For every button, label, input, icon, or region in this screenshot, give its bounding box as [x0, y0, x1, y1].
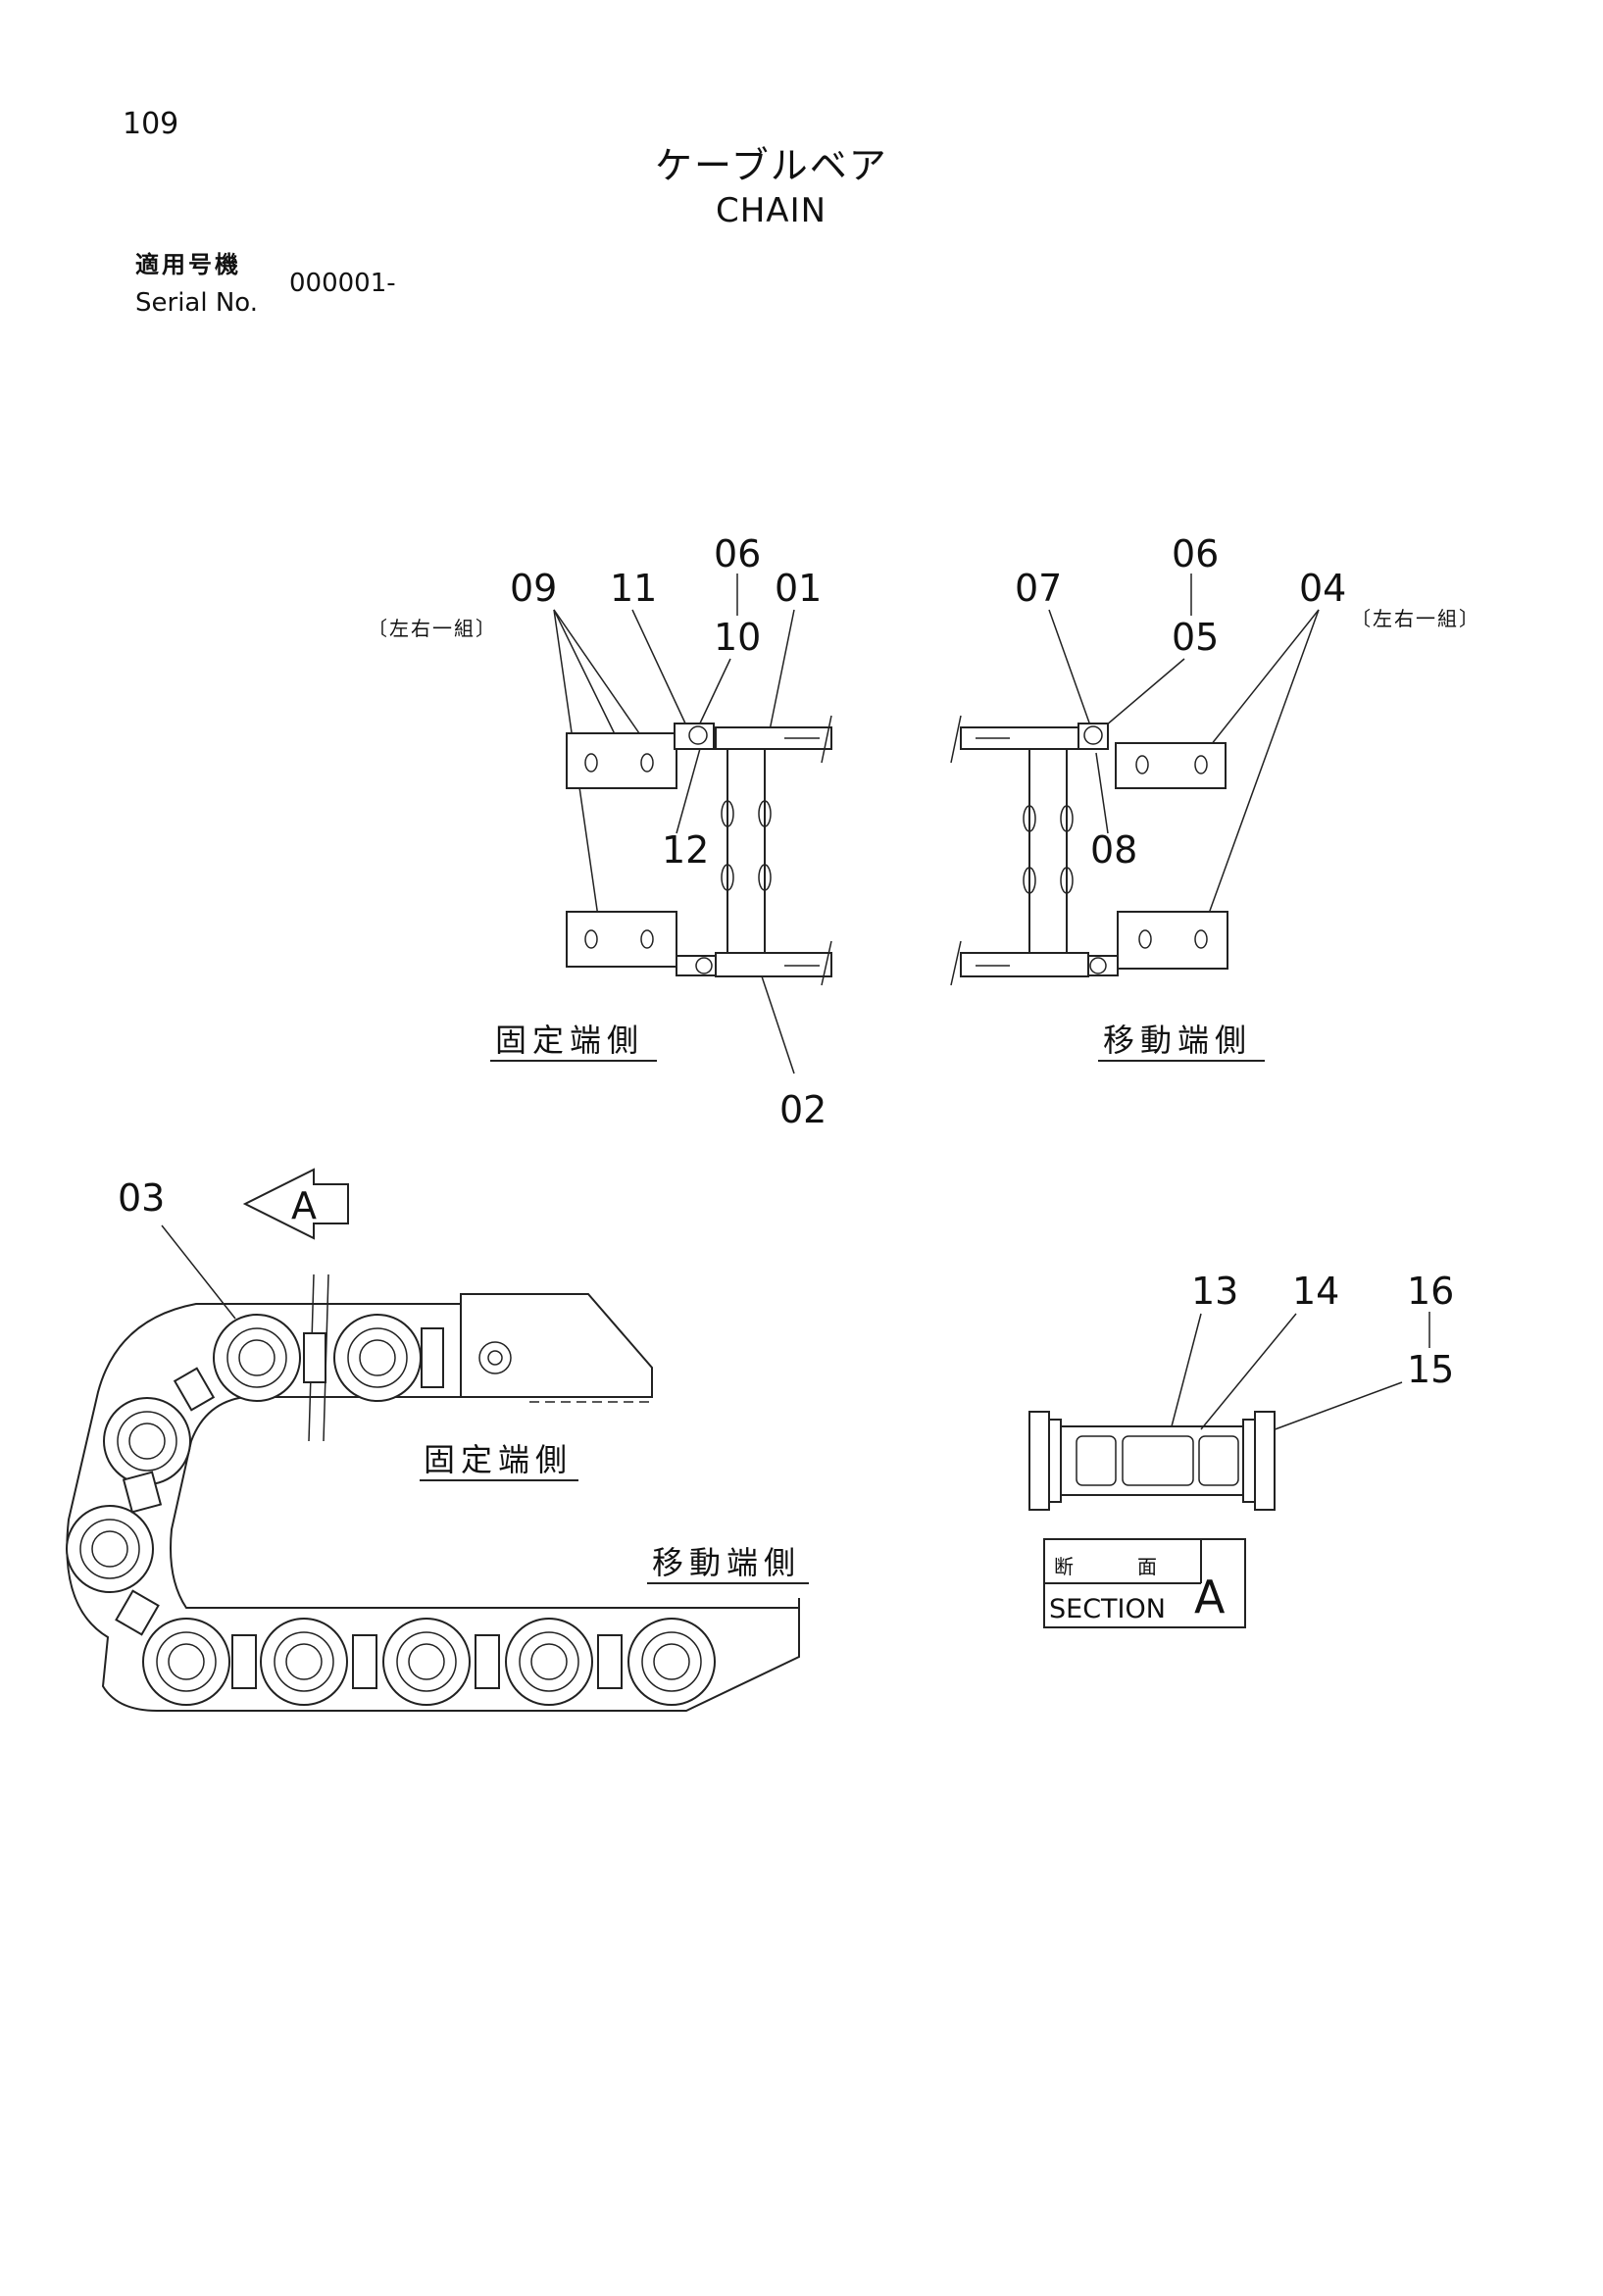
- part-16: 16: [1407, 1270, 1454, 1313]
- bracket-plate-upper-left: [566, 732, 677, 789]
- section-label-en: SECTION: [1049, 1594, 1166, 1624]
- bracket-plate-upper-right: [1115, 742, 1227, 789]
- part-02: 02: [779, 1088, 827, 1131]
- view-arrow-letter: A: [291, 1184, 317, 1227]
- pair-note-left: 〔左右一組〕: [368, 617, 497, 640]
- part-11: 11: [610, 567, 657, 610]
- moving-end-label-bottom: 移動端側: [652, 1544, 801, 1581]
- bracket-plate-lower-left: [566, 911, 677, 968]
- bracket-plate-lower-right: [1117, 911, 1228, 970]
- page-number: 109: [123, 107, 179, 141]
- fixed-end-label-bottom: 固定端側: [424, 1441, 573, 1478]
- part-09: 09: [510, 567, 557, 610]
- chain-link-lower-left: [715, 952, 832, 977]
- section-label-ja-1: 断: [1054, 1555, 1076, 1578]
- moving-end-label-top: 移動端側: [1103, 1022, 1252, 1059]
- part-10: 10: [714, 616, 761, 659]
- part-06-right: 06: [1172, 532, 1219, 575]
- part-06-left: 06: [714, 532, 761, 575]
- part-01: 01: [775, 567, 822, 610]
- title-japanese: ケーブルベア: [655, 144, 888, 187]
- serial-value: 000001-: [289, 269, 396, 298]
- part-07: 07: [1015, 567, 1062, 610]
- section-label-letter: A: [1194, 1571, 1226, 1623]
- serial-label-japanese: 適用号機: [135, 251, 241, 278]
- section-label-ja-2: 面: [1137, 1555, 1159, 1578]
- part-05: 05: [1172, 616, 1219, 659]
- pair-note-right: 〔左右一組〕: [1351, 607, 1480, 630]
- fixed-end-label-top: 固定端側: [495, 1022, 644, 1059]
- chain-rollers: [66, 1314, 716, 1706]
- chain-link-upper-left: [715, 726, 832, 750]
- moving-end-detail: 06 07 05 04 〔左右一組〕 08: [950, 532, 1480, 1062]
- part-12: 12: [662, 828, 709, 872]
- chain-assembly: 03 A: [66, 1168, 809, 1712]
- part-04: 04: [1299, 567, 1346, 610]
- part-03: 03: [118, 1176, 165, 1220]
- title-english: CHAIN: [716, 191, 827, 230]
- chain-link-lower-right: [960, 952, 1089, 977]
- serial-label-english: Serial No.: [135, 288, 258, 318]
- part-14: 14: [1292, 1270, 1339, 1313]
- fixed-end-mount: [460, 1293, 653, 1398]
- fixed-end-detail: 〔左右一組〕 09 11 06 01 10 12 02: [368, 532, 832, 1131]
- section-a-detail: 13 14 16 15 断 面 SECTION A: [1028, 1270, 1454, 1628]
- part-08: 08: [1090, 828, 1137, 872]
- part-15: 15: [1407, 1348, 1454, 1391]
- view-arrow-a: [242, 1168, 349, 1240]
- part-13: 13: [1191, 1270, 1238, 1313]
